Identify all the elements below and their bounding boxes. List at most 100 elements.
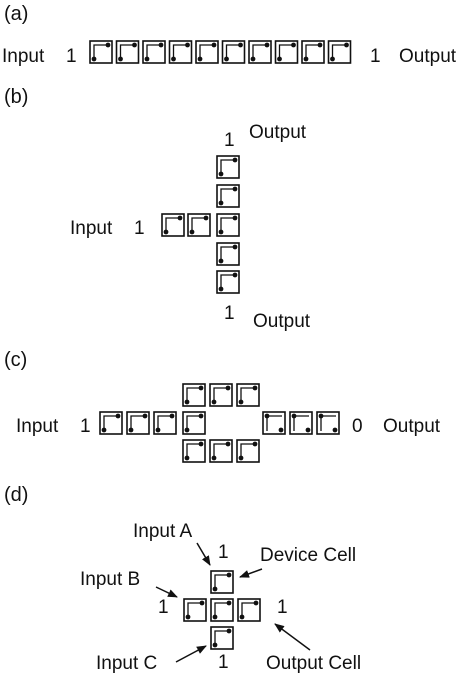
- electron-dot: [317, 42, 323, 48]
- input-c-cell: [210, 626, 234, 650]
- electron-dot: [184, 399, 190, 405]
- electron-dot: [211, 42, 217, 48]
- electron-dot: [252, 385, 258, 391]
- wire-cell: [89, 40, 113, 64]
- input-b-arrow: [155, 586, 178, 598]
- cell-inner-frame: [331, 44, 348, 60]
- electron-dot: [226, 572, 232, 578]
- wire-cell: [327, 40, 352, 64]
- electron-dot: [155, 427, 161, 433]
- wire-cell: [301, 40, 325, 64]
- cell-inner-frame: [191, 217, 207, 233]
- electron-dot: [225, 385, 231, 391]
- cell-inner-frame: [240, 387, 256, 403]
- cell-inner-frame: [165, 217, 181, 233]
- electron-dot: [232, 186, 238, 192]
- electron-dot: [218, 229, 224, 235]
- electron-dot: [264, 413, 270, 419]
- electron-dot: [198, 413, 204, 419]
- cell-inner-frame: [199, 44, 215, 60]
- inverter-lower-cell: [209, 439, 233, 463]
- electron-dot: [212, 586, 218, 592]
- electron-dot: [198, 385, 204, 391]
- fanout-column-cell: [216, 242, 240, 266]
- electron-dot: [144, 56, 150, 62]
- electron-dot: [226, 600, 232, 606]
- panel-c-output-value: 0: [352, 416, 363, 437]
- inverter-output-cell: [316, 411, 340, 435]
- electron-dot: [238, 399, 244, 405]
- electron-dot: [184, 455, 190, 461]
- electron-dot: [199, 600, 205, 606]
- cell-inner-frame: [93, 44, 109, 60]
- cell-inner-frame: [119, 44, 136, 60]
- electron-dot: [163, 229, 169, 235]
- cell-inner-frame: [186, 415, 202, 431]
- panel-c-inverter: [99, 383, 340, 463]
- cell-inner-frame: [305, 44, 321, 60]
- fanout-column-cell: [216, 155, 240, 179]
- panel-b-input-value: 1: [134, 218, 145, 239]
- fanout-column-cell: [216, 213, 240, 237]
- electron-dot: [318, 413, 324, 419]
- inverter-upper-cell: [209, 383, 233, 407]
- input-a-label: Input A: [133, 521, 192, 542]
- input-c-arrow: [175, 645, 207, 663]
- cell-inner-frame: [278, 44, 295, 60]
- electron-dot: [277, 56, 282, 62]
- input-a-value: 1: [218, 542, 229, 563]
- cell-inner-frame: [220, 217, 236, 233]
- fanout-column-cell: [216, 184, 240, 208]
- electron-dot: [203, 215, 209, 221]
- wire-cell: [115, 40, 140, 64]
- cell-inner-frame: [146, 44, 162, 60]
- device-cell-arrow: [239, 568, 263, 578]
- electron-dot: [278, 427, 284, 433]
- electron-dot: [232, 272, 238, 278]
- input-c-value: 1: [218, 652, 229, 673]
- electron-dot: [264, 42, 270, 48]
- electron-dot: [250, 56, 256, 62]
- panel-b-top-value: 1: [224, 130, 235, 151]
- electron-dot: [232, 157, 238, 163]
- electron-dot: [303, 56, 309, 62]
- electron-dot: [177, 215, 183, 221]
- electron-dot: [232, 244, 238, 250]
- electron-dot: [218, 200, 224, 206]
- electron-dot: [185, 42, 190, 48]
- panel-a-label: (a): [4, 3, 28, 25]
- electron-dot: [232, 215, 238, 221]
- cell-inner-frame: [240, 443, 256, 459]
- cell-inner-frame: [220, 246, 236, 262]
- inverter-input-cell: [126, 411, 150, 435]
- panel-d-majority-gate: [183, 570, 261, 650]
- electron-dot: [91, 56, 97, 62]
- output-cell: [237, 598, 261, 622]
- fanout-input-cell: [187, 213, 211, 237]
- wire-cell: [168, 40, 193, 64]
- output-value: 1: [277, 597, 288, 618]
- electron-dot: [132, 42, 137, 48]
- input-a-arrow: [196, 542, 211, 566]
- cell-inner-frame: [187, 602, 203, 618]
- panel-a-input-value: 1: [66, 46, 77, 67]
- electron-dot: [291, 413, 297, 419]
- wire-cell: [248, 40, 272, 64]
- cell-inner-frame: [220, 188, 236, 204]
- panel-b-top-output-label: Output: [249, 122, 307, 143]
- panel-b-input-label: Input: [70, 218, 113, 239]
- panel-b-bottom-output-label: Output: [253, 311, 311, 332]
- electron-dot: [128, 427, 134, 433]
- electron-dot: [101, 427, 107, 433]
- output-cell-label: Output Cell: [266, 653, 361, 674]
- electron-dot: [212, 642, 218, 648]
- panel-d-label: (d): [4, 484, 28, 506]
- electron-dot: [330, 56, 335, 62]
- electron-dot: [253, 600, 259, 606]
- inverter-lower-cell: [182, 439, 206, 463]
- electron-dot: [332, 427, 338, 433]
- electron-dot: [142, 413, 148, 419]
- panel-b-fanout: [161, 155, 240, 294]
- panel-c-label: (c): [4, 349, 27, 371]
